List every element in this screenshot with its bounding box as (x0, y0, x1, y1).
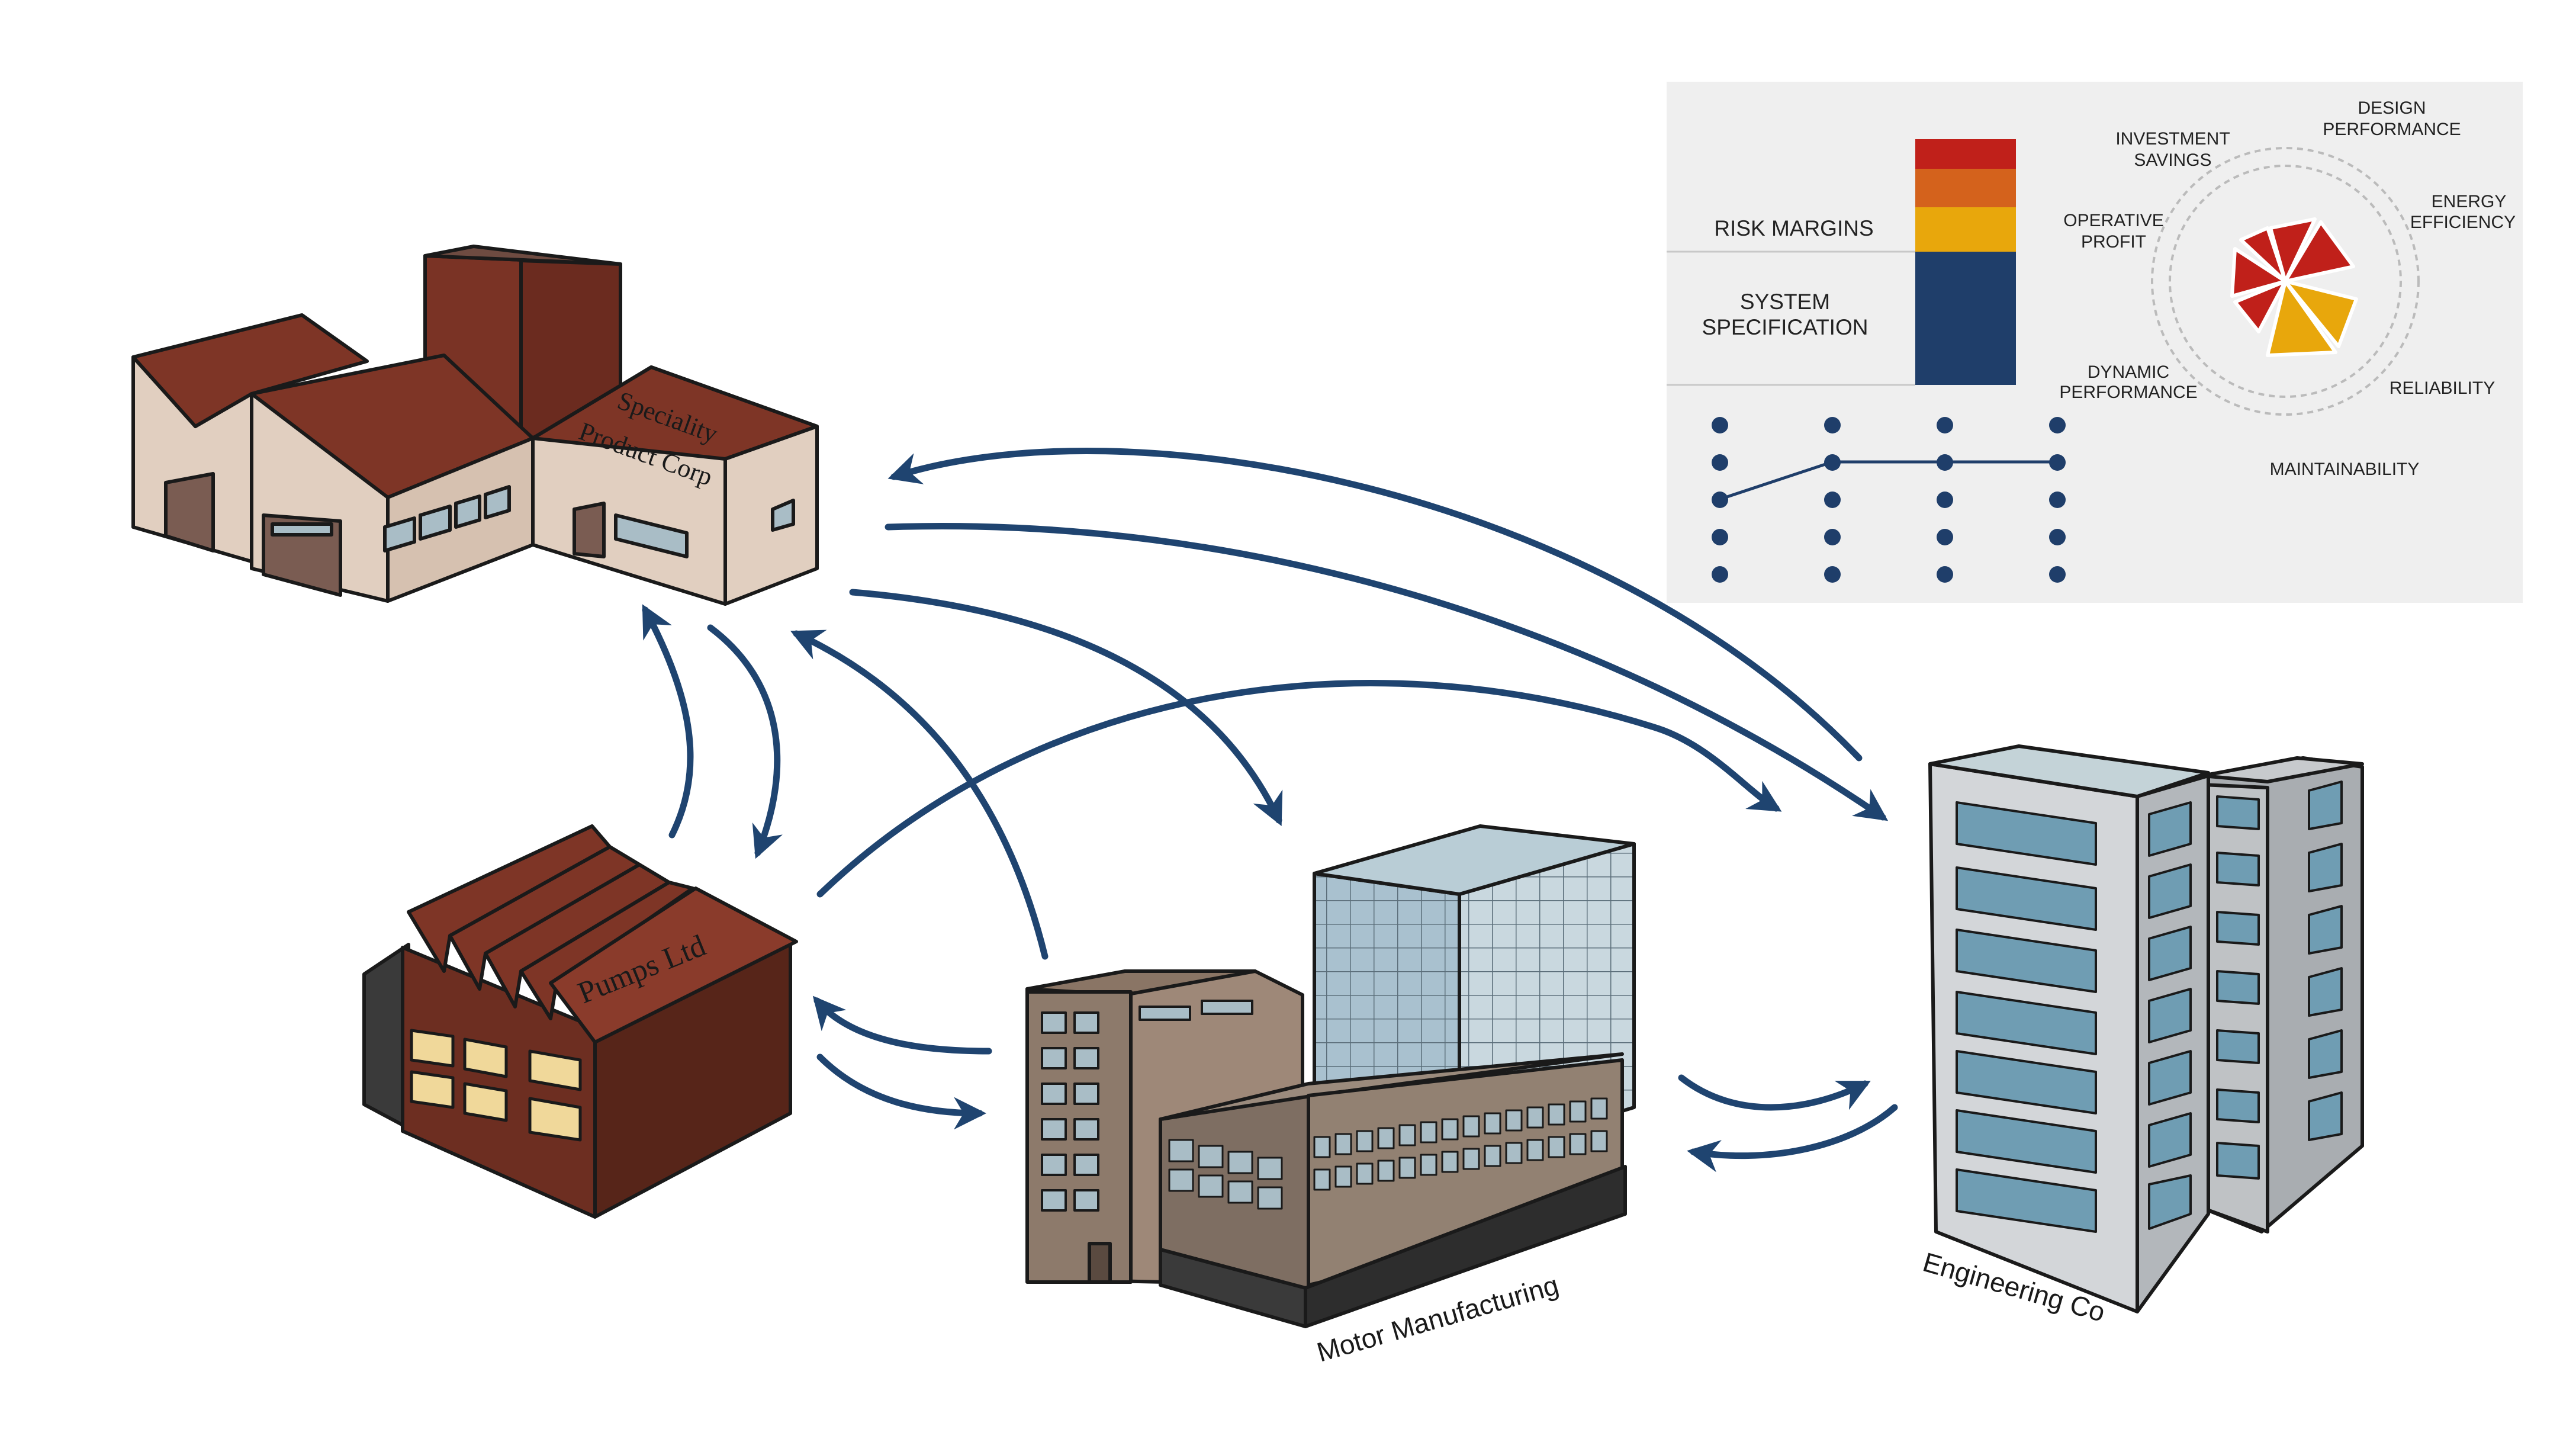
radar-label-operative-2: PROFIT (2081, 232, 2146, 252)
motor-window (1590, 1130, 1608, 1152)
system-spec-label-2: SPECIFICATION (1702, 315, 1869, 339)
motor-window (1420, 1154, 1437, 1176)
radar-label-energy-2: EFFICIENCY (2410, 213, 2516, 232)
arrow-pumps-to-motor (816, 1053, 986, 1130)
grid-dot (1712, 492, 1728, 508)
radar-slice-maintainability (2266, 280, 2337, 357)
radar-chart: DESIGN PERFORMANCE INVESTMENT SAVINGS EN… (2059, 98, 2516, 479)
grid-dot (1824, 566, 1841, 583)
grid-dot (2049, 529, 2066, 545)
bar-segment-risk-low (1915, 207, 2016, 252)
radar-label-energy-1: ENERGY (2432, 192, 2507, 211)
radar-label-investment-1: INVESTMENT (2115, 129, 2230, 149)
grid-dot (1937, 417, 1953, 433)
motor-window (1569, 1133, 1587, 1155)
motor-window (1484, 1112, 1501, 1135)
motor-window (1569, 1100, 1587, 1123)
motor-window (1590, 1097, 1608, 1120)
motor-window (1313, 1168, 1331, 1191)
motor-window (1441, 1118, 1459, 1141)
motor-window (1356, 1162, 1374, 1185)
grid-dot (1824, 529, 1841, 545)
grid-dot (1712, 417, 1728, 433)
arrow-speciality-to-pumps (707, 624, 783, 859)
motor-window (1462, 1148, 1480, 1170)
motor-window (1548, 1103, 1565, 1126)
arrow-pumps-to-engineering (816, 680, 1782, 898)
motor-window (1398, 1157, 1416, 1179)
radar-label-operative-1: OPERATIVE (2063, 211, 2163, 230)
stacked-bar (1915, 139, 2016, 385)
engineering-co-building: Engineering Co (1919, 744, 2364, 1328)
arrow-engineering-to-motor (1687, 1104, 1898, 1173)
motor-window (1420, 1121, 1437, 1144)
grid-dot (2049, 566, 2066, 583)
motor-window (1526, 1139, 1544, 1161)
motor-window (1462, 1115, 1480, 1138)
motor-window (1334, 1165, 1352, 1188)
radar-inner-ring (2169, 165, 2402, 398)
motor-window (1548, 1136, 1565, 1158)
motor-window (1484, 1145, 1501, 1167)
radar-outer-ring (2151, 147, 2420, 416)
motor-window (1526, 1106, 1544, 1129)
bar-segment-risk-mid (1915, 169, 2016, 207)
panel-background (1667, 82, 2523, 603)
motor-manufacturing-building: Motor Manufacturing (1025, 824, 1636, 1368)
radar-label-dynamic-1: DYNAMIC (2088, 362, 2169, 382)
grid-dot (2049, 454, 2066, 471)
arrow-engineering-to-speciality (887, 447, 1863, 762)
grid-dot (1937, 454, 1953, 471)
radar-label-maintainability: MAINTAINABILITY (2270, 460, 2420, 479)
speciality-product-corp-building: Speciality Product Corp (131, 245, 819, 606)
dot-grid-line (1719, 460, 2057, 501)
radar-slice-operative (2230, 247, 2287, 298)
motor-window (1505, 1109, 1523, 1132)
motor-window (1334, 1133, 1352, 1155)
motor-window (1441, 1151, 1459, 1173)
arrow-speciality-to-motor (849, 589, 1283, 826)
bar-segment-system (1915, 252, 2016, 385)
grid-dot (1712, 566, 1728, 583)
motor-window (1398, 1124, 1416, 1146)
motor-window (1313, 1136, 1331, 1158)
grid-dot (1937, 566, 1953, 583)
grid-dot (1937, 492, 1953, 508)
radar-slice-energy (2284, 220, 2355, 283)
radar-label-investment-2: SAVINGS (2134, 150, 2211, 170)
radar-slice-dynamic (2233, 280, 2287, 333)
motor-window (1377, 1127, 1395, 1149)
system-spec-label-1: SYSTEM (1740, 290, 1830, 314)
grid-dot (1824, 492, 1841, 508)
arrow-motor-to-speciality (790, 629, 1049, 960)
grid-dot (2049, 492, 2066, 508)
grid-dot (1712, 454, 1728, 471)
arrow-pumps-to-speciality (642, 604, 694, 839)
radar-label-reliability: RELIABILITY (2390, 378, 2495, 398)
flow-arrows (642, 447, 1898, 1173)
arrow-motor-to-pumps (812, 995, 992, 1055)
grid-dot (1712, 529, 1728, 545)
bar-segment-risk-top (1915, 139, 2016, 169)
motor-window (1377, 1159, 1395, 1182)
grid-dot (1824, 454, 1841, 471)
radar-label-dynamic-2: PERFORMANCE (2059, 383, 2197, 402)
motor-window (1356, 1130, 1374, 1152)
metrics-panel: RISK MARGINS SYSTEM SPECIFICATION DESIGN (1667, 82, 2523, 603)
radar-label-design-1: DESIGN (2358, 98, 2426, 118)
radar-slice-reliability (2284, 280, 2358, 348)
grid-dot (1824, 417, 1841, 433)
motor-window (1505, 1142, 1523, 1164)
arrow-speciality-to-engineering (885, 523, 1889, 821)
grid-dot (2049, 417, 2066, 433)
arrow-motor-to-engineering (1678, 1074, 1871, 1111)
radar-slice-investment (2239, 226, 2287, 283)
radar-label-design-2: PERFORMANCE (2323, 120, 2461, 139)
grid-dot (1937, 529, 1953, 545)
risk-margins-label: RISK MARGINS (1714, 216, 1873, 240)
dot-grid (1712, 417, 2066, 583)
pumps-ltd-building: Pumps Ltd (362, 824, 798, 1219)
